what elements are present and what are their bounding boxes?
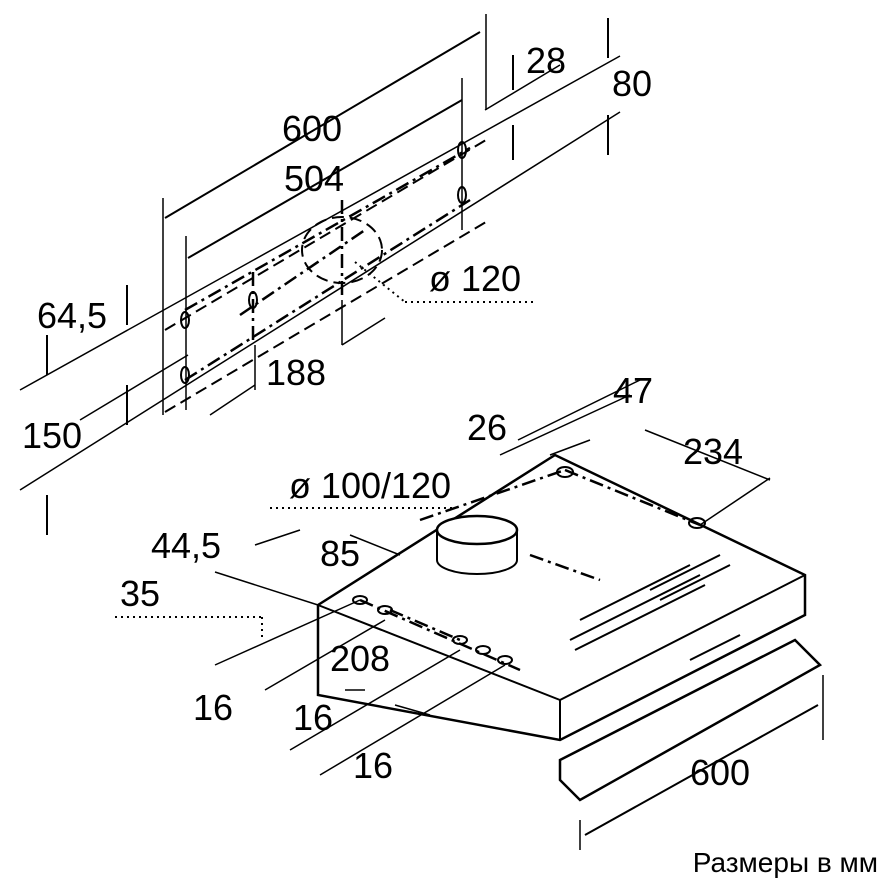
dim-16-c-label: 16 (353, 745, 393, 786)
offset-left-label: 64,5 (37, 295, 107, 336)
outlet-offset-label: 188 (266, 352, 326, 393)
hole-spacing-label: 504 (284, 158, 344, 199)
hood-width-label: 600 (690, 752, 750, 793)
vent-grille (569, 554, 731, 651)
height-left-label: 150 (22, 415, 82, 456)
offset-top-label: 28 (526, 40, 566, 81)
dim-16-a-label: 16 (193, 687, 233, 728)
dim-16-b-label: 16 (293, 697, 333, 738)
units-caption: Размеры в мм (693, 847, 878, 878)
wall-template-lines (19, 14, 621, 535)
hood-outline (115, 379, 824, 850)
outlet-diameter-label: ø 120 (429, 258, 521, 299)
dim-208-label: 208 (330, 638, 390, 679)
dim-44-5-label: 44,5 (151, 525, 221, 566)
wall-width-label: 600 (282, 108, 342, 149)
height-top-label: 80 (612, 63, 652, 104)
dim-47-label: 47 (613, 370, 653, 411)
dim-85-label: 85 (320, 533, 360, 574)
dim-234-label: 234 (683, 431, 743, 472)
hood-outlet-diameter-label: ø 100/120 (289, 465, 451, 506)
dim-35-label: 35 (120, 573, 160, 614)
dim-26-label: 26 (467, 407, 507, 448)
